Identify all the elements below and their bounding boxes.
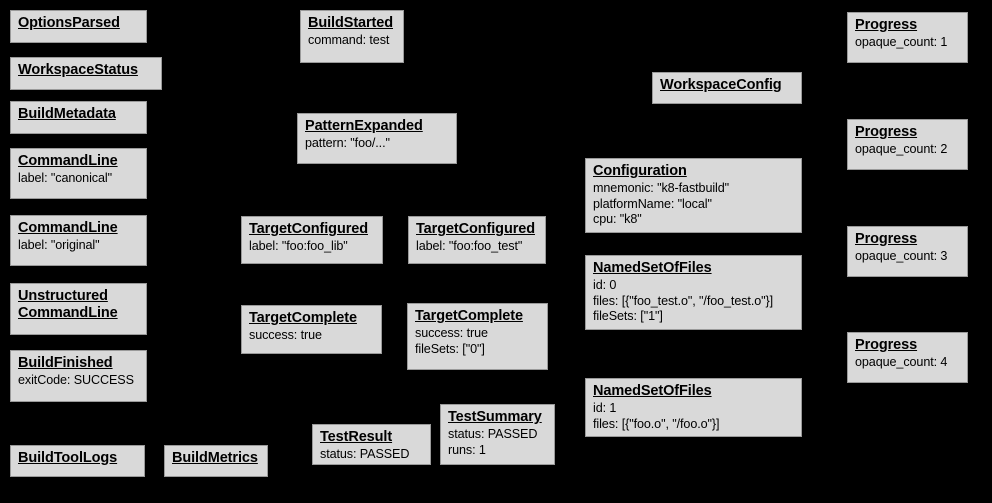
- graph-node-build-metrics[interactable]: BuildMetrics: [164, 445, 268, 477]
- node-title: TargetConfigured: [249, 221, 368, 237]
- graph-node-progress-3[interactable]: Progress opaque_count: 3: [847, 226, 968, 277]
- graph-node-build-started[interactable]: BuildStarted command: test: [300, 10, 404, 63]
- node-field-list: pattern: "foo/...": [305, 136, 449, 152]
- graph-node-progress-4[interactable]: Progress opaque_count: 4: [847, 332, 968, 383]
- node-field: opaque_count: 4: [855, 355, 948, 369]
- node-title: TargetComplete: [415, 308, 523, 324]
- node-title: NamedSetOfFiles: [593, 383, 712, 399]
- node-field-list: opaque_count: 4: [855, 355, 960, 371]
- node-field-list: label: "original": [18, 238, 139, 254]
- node-title: PatternExpanded: [305, 118, 423, 134]
- graph-node-target-configured-foo-test[interactable]: TargetConfigured label: "foo:foo_test": [408, 216, 546, 264]
- node-field-list: label: "foo:foo_lib": [249, 239, 375, 255]
- graph-node-target-complete-lib[interactable]: TargetComplete success: true: [241, 305, 382, 354]
- node-field-list: label: "canonical": [18, 171, 139, 187]
- graph-node-options-parsed[interactable]: OptionsParsed: [10, 10, 147, 43]
- node-title: BuildToolLogs: [18, 450, 118, 466]
- graph-node-build-metadata[interactable]: BuildMetadata: [10, 101, 147, 134]
- node-field: label: "foo:foo_test": [416, 239, 523, 253]
- graph-node-test-result[interactable]: TestResult status: PASSED: [312, 424, 431, 465]
- node-field: label: "foo:foo_lib": [249, 239, 348, 253]
- node-title: Unstructured CommandLine: [18, 288, 118, 321]
- node-field: exitCode: SUCCESS: [18, 373, 134, 387]
- graph-node-unstructured-command-line[interactable]: Unstructured CommandLine: [10, 283, 147, 335]
- node-field: cpu: "k8": [593, 212, 642, 226]
- node-title: TargetComplete: [249, 310, 357, 326]
- node-field-list: label: "foo:foo_test": [416, 239, 538, 255]
- node-title: Progress: [855, 231, 918, 247]
- node-field: mnemonic: "k8-fastbuild": [593, 181, 730, 195]
- graph-node-command-line-original[interactable]: CommandLine label: "original": [10, 215, 147, 266]
- node-field-list: opaque_count: 2: [855, 142, 960, 158]
- node-field: opaque_count: 3: [855, 249, 948, 263]
- node-field: opaque_count: 2: [855, 142, 948, 156]
- node-field: platformName: "local": [593, 196, 712, 211]
- node-title: TestResult: [320, 429, 393, 445]
- node-title: NamedSetOfFiles: [593, 260, 712, 276]
- graph-node-command-line-canonical[interactable]: CommandLine label: "canonical": [10, 148, 147, 199]
- graph-node-configuration[interactable]: Configuration mnemonic: "k8-fastbuild"pla…: [585, 158, 802, 233]
- node-field: label: "canonical": [18, 171, 112, 185]
- node-title: BuildMetrics: [172, 450, 258, 466]
- graph-node-progress-1[interactable]: Progress opaque_count: 1: [847, 12, 968, 63]
- node-field: success: true: [249, 328, 322, 342]
- node-title: Progress: [855, 17, 918, 33]
- node-title: CommandLine: [18, 153, 118, 169]
- node-title: BuildFinished: [18, 355, 113, 371]
- node-title: Configuration: [593, 163, 687, 179]
- node-field-list: status: PASSED: [320, 447, 423, 463]
- node-field-list: opaque_count: 3: [855, 249, 960, 265]
- node-title: TestSummary: [448, 409, 542, 425]
- node-field: command: test: [308, 33, 390, 47]
- node-field: status: PASSED: [448, 427, 538, 441]
- graph-node-pattern-expanded[interactable]: PatternExpanded pattern: "foo/...": [297, 113, 457, 164]
- node-field: id: 1: [593, 401, 617, 415]
- node-title: WorkspaceConfig: [660, 77, 782, 93]
- node-title: OptionsParsed: [18, 15, 120, 31]
- node-field: status: PASSED: [320, 447, 410, 461]
- node-title: BuildMetadata: [18, 106, 116, 122]
- node-field-list: opaque_count: 1: [855, 35, 960, 51]
- node-field: fileSets: ["1"]: [593, 309, 663, 323]
- graph-node-workspace-config[interactable]: WorkspaceConfig: [652, 72, 802, 104]
- node-title: BuildStarted: [308, 15, 394, 31]
- node-field: label: "original": [18, 238, 100, 252]
- node-title: TargetConfigured: [416, 221, 535, 237]
- graph-node-build-finished[interactable]: BuildFinished exitCode: SUCCESS: [10, 350, 147, 402]
- node-field: id: 0: [593, 278, 617, 292]
- node-field-list: exitCode: SUCCESS: [18, 373, 139, 389]
- graph-node-workspace-status[interactable]: WorkspaceStatus: [10, 57, 162, 90]
- node-field: files: [{"foo_test.o", "/foo_test.o"}]: [593, 293, 774, 308]
- node-field: files: [{"foo.o", "/foo.o"}]: [593, 416, 720, 431]
- node-field-list: mnemonic: "k8-fastbuild"platformName: "l…: [593, 181, 794, 228]
- graph-node-target-configured-foo-lib[interactable]: TargetConfigured label: "foo:foo_lib": [241, 216, 383, 264]
- node-title: CommandLine: [18, 220, 118, 236]
- node-field-list: success: true: [249, 328, 374, 344]
- graph-node-progress-2[interactable]: Progress opaque_count: 2: [847, 119, 968, 170]
- node-title: Progress: [855, 337, 918, 353]
- node-title: Progress: [855, 124, 918, 140]
- node-field: success: true: [415, 326, 488, 340]
- node-field: pattern: "foo/...": [305, 136, 390, 150]
- node-title: WorkspaceStatus: [18, 62, 138, 78]
- node-field: fileSets: ["0"]: [415, 341, 485, 356]
- graph-node-build-tool-logs[interactable]: BuildToolLogs: [10, 445, 145, 477]
- node-field: runs: 1: [448, 442, 486, 457]
- node-field: opaque_count: 1: [855, 35, 948, 49]
- node-field-list: command: test: [308, 33, 396, 49]
